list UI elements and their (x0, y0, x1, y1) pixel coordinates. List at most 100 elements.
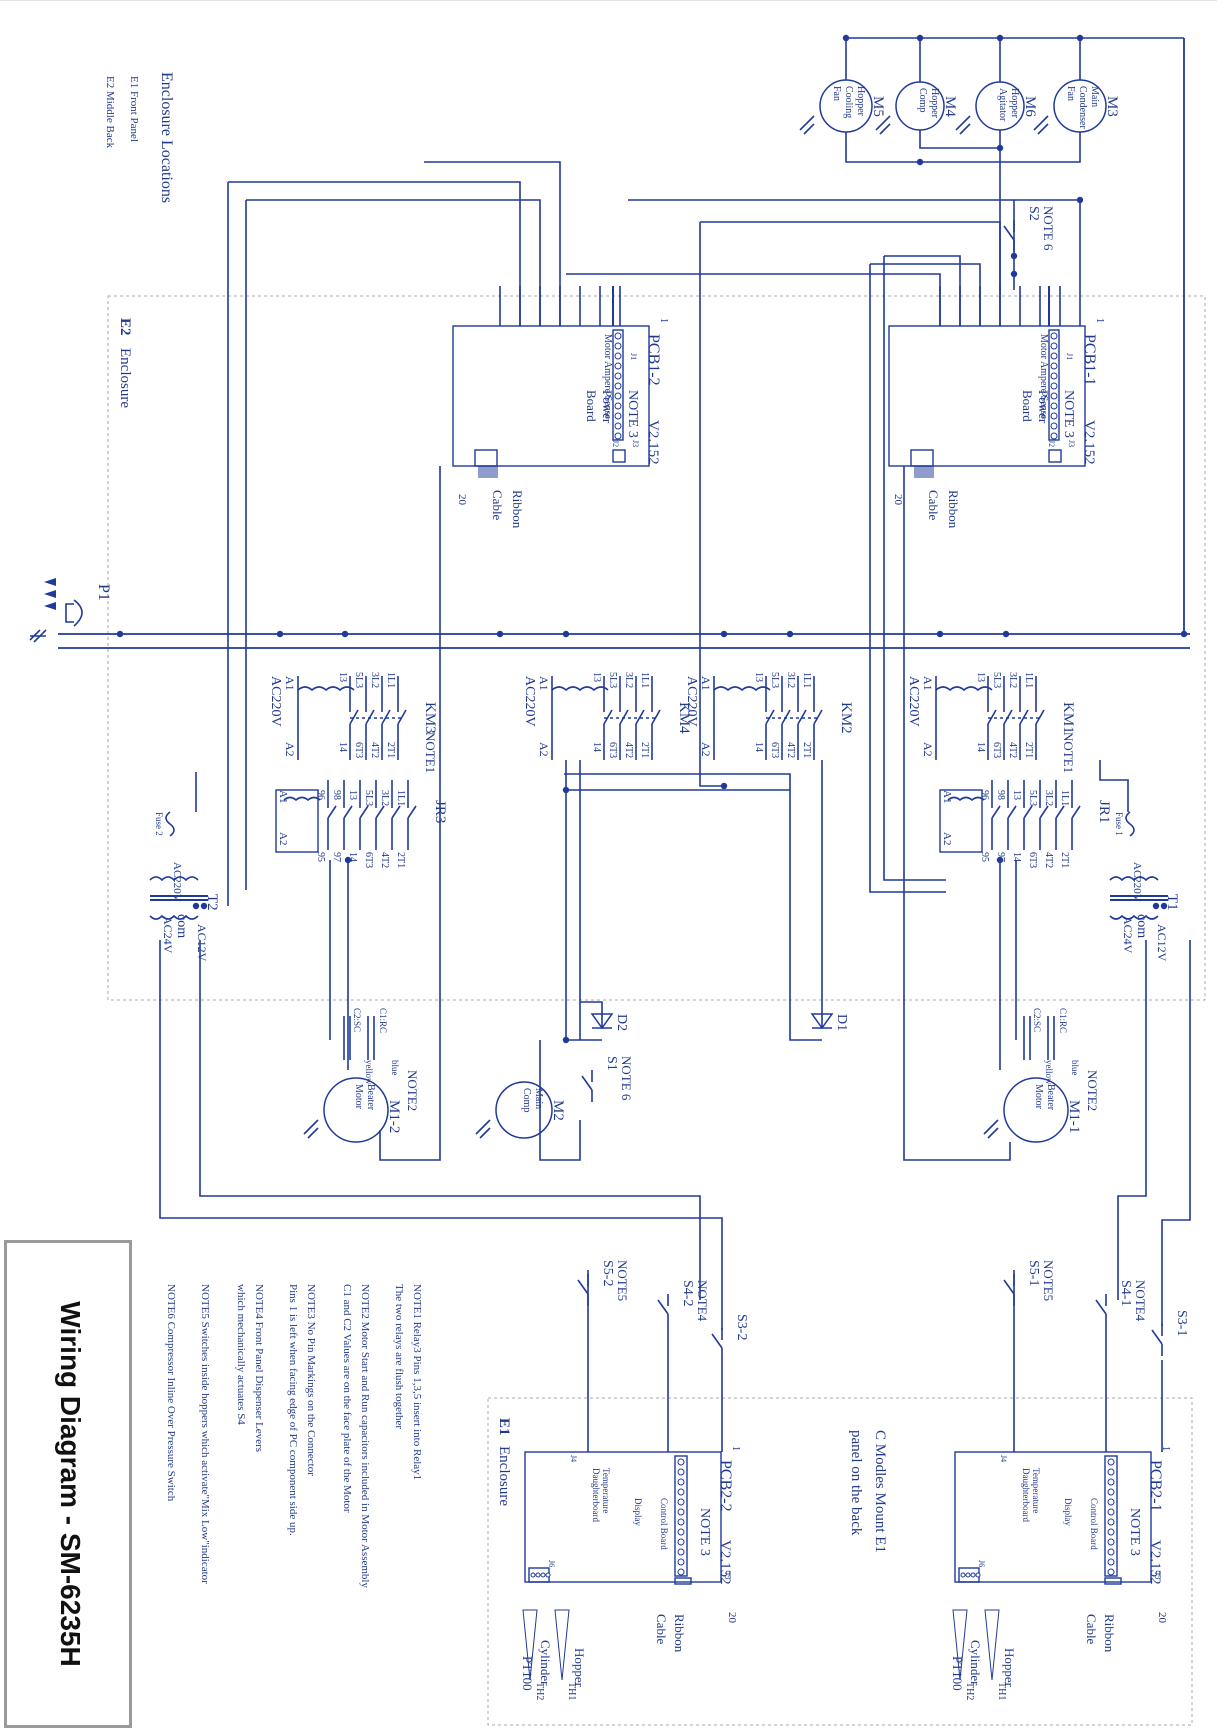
wire-junction-13 (344, 856, 352, 864)
contactor-switch-km1-2 (1019, 709, 1029, 725)
pcb-j1-header-pcb1-2 (612, 329, 624, 441)
sensor-th1-pcb2-1 (984, 1609, 1000, 1681)
relay-coil-box-jr3 (275, 789, 319, 853)
note-line-7: NOTE4 Front Panel Dispenser Levers (253, 1284, 265, 1452)
pcb-j4-pin-pcb2-2-8 (677, 1538, 685, 1546)
pcb-line1-pcb1-1: Power (1036, 390, 1051, 424)
contactor-coil-km1 (935, 686, 993, 692)
contactor-switch-km1-3 (1035, 709, 1045, 725)
contactor-top-pin-km3-2: 3L2 (369, 672, 380, 688)
cap-wire2-m1-2: yellow (364, 1060, 374, 1085)
transformer-com-t2: com (174, 914, 189, 938)
motor-m2 (495, 1081, 553, 1139)
pcb-ribbon-pcb1-1: Ribbon (946, 490, 961, 529)
motor-text-m1-1-0: Beater (1045, 1084, 1056, 1111)
contactor-a1-km1: A1 (921, 676, 935, 691)
pcb-note-pcb2-2: NOTE 3 (697, 1508, 712, 1556)
contactor-top-pin-km3-0: 13 (337, 672, 348, 682)
sensor-th1-pcb2-2 (554, 1609, 570, 1681)
switch-id-s4-2: S4-2 (680, 1280, 695, 1306)
transformer-dot2-t1 (1152, 902, 1160, 910)
cap-c2-label-m1-1: C2:SC (1032, 1008, 1042, 1032)
pcb-j4-pin-pcb2-2-9 (677, 1548, 685, 1556)
switch-blade-s2 (1003, 225, 1015, 241)
rail-junction-4 (562, 630, 570, 638)
contactor-top-pin-km3-3: 1L1 (385, 672, 396, 688)
pcb-j1-pin-pcb1-1-5 (1050, 382, 1058, 390)
pcb-version-pcb1-1: V2.152 (1081, 420, 1097, 465)
pcb-j6-pin-pcb2-1-3 (975, 1572, 981, 1578)
pcb-j4-pin-pcb2-1-5 (1107, 1508, 1115, 1516)
pcb-j4-pin-pcb2-1-1 (1107, 1468, 1115, 1476)
pcb-j4-pin-pcb2-2-4 (677, 1498, 685, 1506)
pcb-note-pcb1-1: NOTE 3 (1061, 390, 1076, 438)
wire-junction-2 (996, 34, 1004, 42)
switch-blade-s3-1 (1151, 1329, 1163, 1345)
wire-41 (1117, 940, 1147, 1300)
motor-ground-m2 (475, 1119, 491, 1139)
contactor-note-km1: NOTE1 (1061, 732, 1076, 773)
pcb-j1-pin-pcb1-2-9 (614, 422, 622, 430)
contactor-bottom-pin-km2-0: 14 (753, 742, 764, 752)
pcb-note-pcb2-1: NOTE 3 (1127, 1508, 1142, 1556)
pcb-version-pcb2-2: V2.152 (717, 1540, 733, 1585)
sensor-th2-label-pcb2-1: TH2 (964, 1682, 975, 1700)
relay-switch-jr1-1 (1007, 805, 1017, 819)
plug-pin-3 (44, 602, 56, 610)
cap-wire2-m1-1: yellow (1044, 1060, 1054, 1085)
motor-ground-m1-1 (983, 1119, 999, 1139)
plug-pin-2 (44, 590, 56, 598)
contactor-coil-km2 (713, 686, 771, 692)
transformer-id-t2: T2 (204, 894, 220, 911)
relay-a2-jr3: A2 (277, 832, 289, 845)
transformer-dot2-t2 (192, 902, 200, 910)
pcb-j4-pin-pcb2-1-0 (1107, 1458, 1115, 1466)
pcb-pins-pcb1-2: 20 (456, 494, 468, 506)
relay-top-pin-jr1-4: 3L2 (1043, 790, 1054, 806)
contactor-top-pin-km1-3: 1L1 (1023, 672, 1034, 688)
wire-17 (700, 221, 1001, 326)
relay-switch-jr3-1 (343, 805, 353, 819)
pcb-j2-pcb1-2 (612, 449, 626, 463)
pcb-j4-pin-pcb2-2-3 (677, 1488, 685, 1496)
relay-a2-jr1: A2 (941, 832, 953, 845)
switch-id-s5-2: S5-2 (600, 1260, 615, 1286)
relay-top-pin-jr1-3: 5L3 (1027, 790, 1038, 806)
pcb-j1-pin-pcb1-2-8 (614, 412, 622, 420)
rail-junction-8 (1002, 630, 1010, 638)
pcb-pin1-pcb1-1: 1 (1094, 318, 1105, 323)
pcb-j4-pin-pcb2-2-2 (677, 1478, 685, 1486)
diode-label-d1: D1 (834, 1014, 849, 1031)
contactor-bottom-pin-km3-1: 6T3 (353, 742, 364, 758)
wire-10 (939, 286, 1081, 326)
transformer-com-t1: com (1134, 914, 1149, 938)
contactor-coil-label-km2: AC220V (684, 676, 699, 727)
cap-wire1-m1-1: blue (1070, 1060, 1080, 1076)
switch-id-s5-1: S5-1 (1026, 1260, 1041, 1286)
pcb-line1-pcb2-1: Control Board (1089, 1498, 1099, 1550)
pcb-line2-pcb2-1: Display (1063, 1498, 1073, 1526)
switch-note-s2: NOTE 6 (1041, 206, 1056, 251)
transformer-primary-t1 (1109, 876, 1159, 882)
pcb-id-pcb1-2: PCB1-2 (645, 334, 662, 386)
rail-junction-5 (720, 630, 728, 638)
motor-ground-m1-2 (303, 1119, 319, 1139)
pcb-j4-pin-pcb2-1-3 (1107, 1488, 1115, 1496)
pcb-j1-pin-pcb1-2-3 (614, 362, 622, 370)
transformer-ac24v-t2: AC24V (161, 916, 175, 954)
wire-21 (870, 263, 981, 326)
mount-note-line2: panel on the back (848, 1430, 864, 1536)
contactor-bottom-pin-km2-3: 2T1 (801, 742, 812, 758)
wire-25 (869, 264, 946, 893)
wire-junction-4 (916, 158, 924, 166)
wire-42 (199, 940, 701, 1300)
pcb-j6-label-pcb2-1: J6 (977, 1560, 986, 1567)
pcb-cable-pcb1-1: Cable (926, 490, 941, 521)
wire-junction-9 (720, 782, 728, 790)
motor-text-m2-1: Comp (521, 1088, 532, 1112)
relay-top-pin-jr3-3: 5L3 (363, 790, 374, 806)
fuse-label-t1: Fuse 1 (1114, 812, 1124, 836)
pcb-j6-pin-pcb2-2-2 (540, 1572, 546, 1578)
plug-pin-1 (44, 578, 56, 586)
